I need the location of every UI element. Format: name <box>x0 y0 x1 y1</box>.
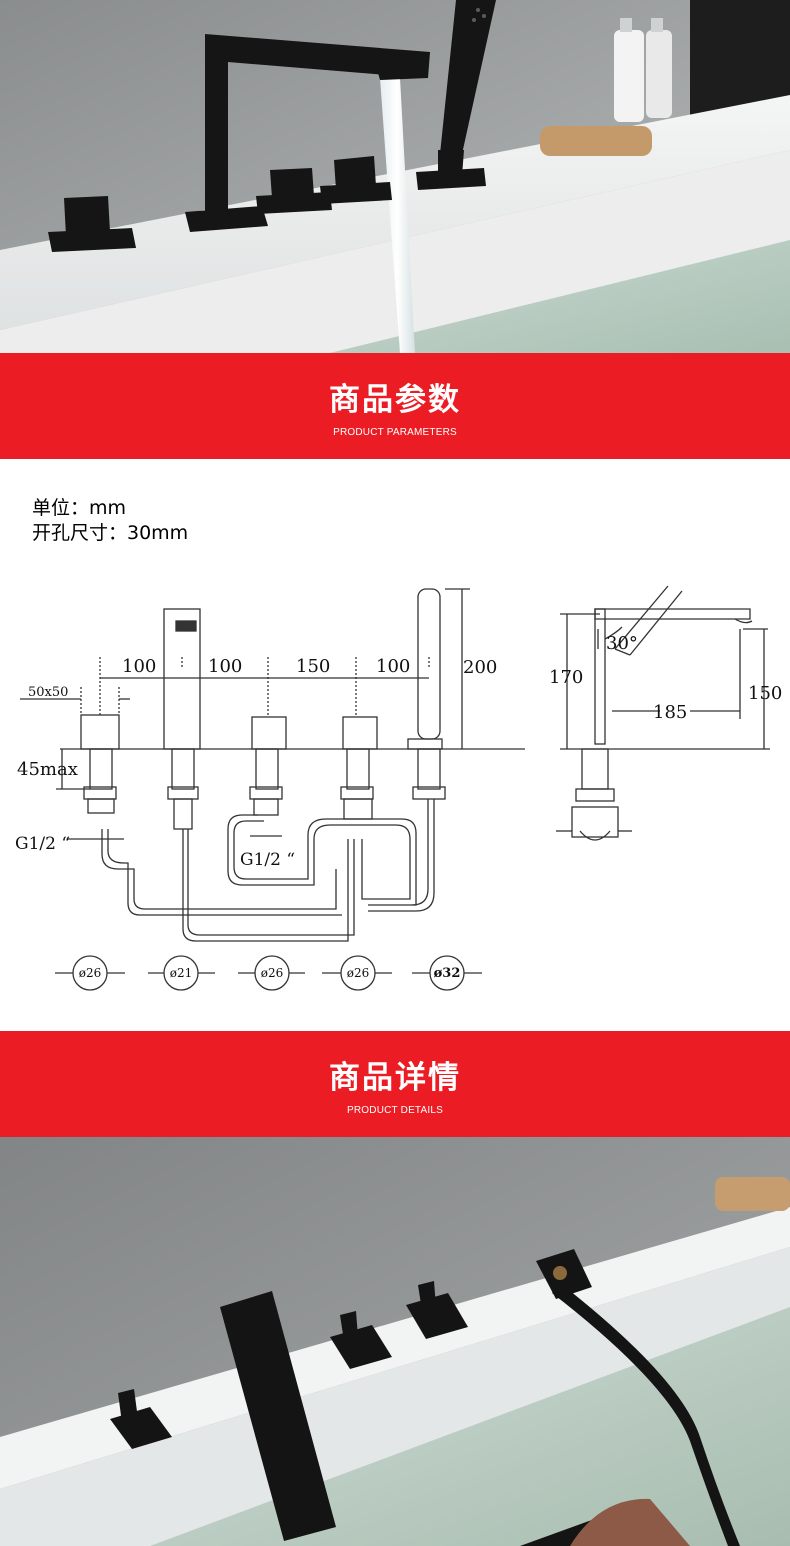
detail-product-photo <box>0 1137 790 1546</box>
dim-thread-left: G1/2 “ <box>15 834 70 854</box>
dim-thread-center: G1/2 “ <box>240 850 295 870</box>
dim-spacing-4: 100 <box>376 656 410 677</box>
dim-side-reach: 185 <box>653 702 687 723</box>
dim-side-spout-height: 150 <box>748 683 782 704</box>
diameter-marker-5: ø32 <box>434 966 461 981</box>
dim-spacing-2: 100 <box>208 656 242 677</box>
diameter-marker-1: ø26 <box>79 966 102 980</box>
parameters-section: 单位：mm 开孔尺寸：30mm <box>0 459 790 1031</box>
dim-side-height: 170 <box>549 667 583 688</box>
diameter-marker-3: ø26 <box>261 966 284 980</box>
faucet-set-photo <box>0 0 790 353</box>
dim-handle-size: 50x50 <box>28 685 68 700</box>
section-title-en: PRODUCT PARAMETERS <box>333 427 457 438</box>
faucet-detail-photo <box>0 1137 790 1546</box>
dimension-drawing: 100 100 150 100 200 45max G1/2 “ G1/2 “ … <box>15 585 782 991</box>
dim-deck-thickness: 45max <box>17 759 78 780</box>
diameter-marker-4: ø26 <box>347 966 370 980</box>
dim-side-angle: 30° <box>606 633 638 654</box>
dim-spacing-3: 150 <box>296 656 330 677</box>
unit-label: 单位：mm <box>32 497 127 519</box>
diameter-marker-2: ø21 <box>170 966 193 980</box>
section-header-parameters: 商品参数 PRODUCT PARAMETERS <box>0 353 790 459</box>
dim-spacing-1: 100 <box>122 656 156 677</box>
top-product-photo <box>0 0 790 353</box>
section-header-details: 商品详情 PRODUCT DETAILS <box>0 1031 790 1137</box>
section-title-cn: 商品详情 <box>329 1060 461 1096</box>
section-title-en: PRODUCT DETAILS <box>347 1105 443 1116</box>
dim-shower-height: 200 <box>463 657 497 678</box>
hole-size-label: 开孔尺寸：30mm <box>32 522 189 544</box>
section-title-cn: 商品参数 <box>329 382 461 418</box>
